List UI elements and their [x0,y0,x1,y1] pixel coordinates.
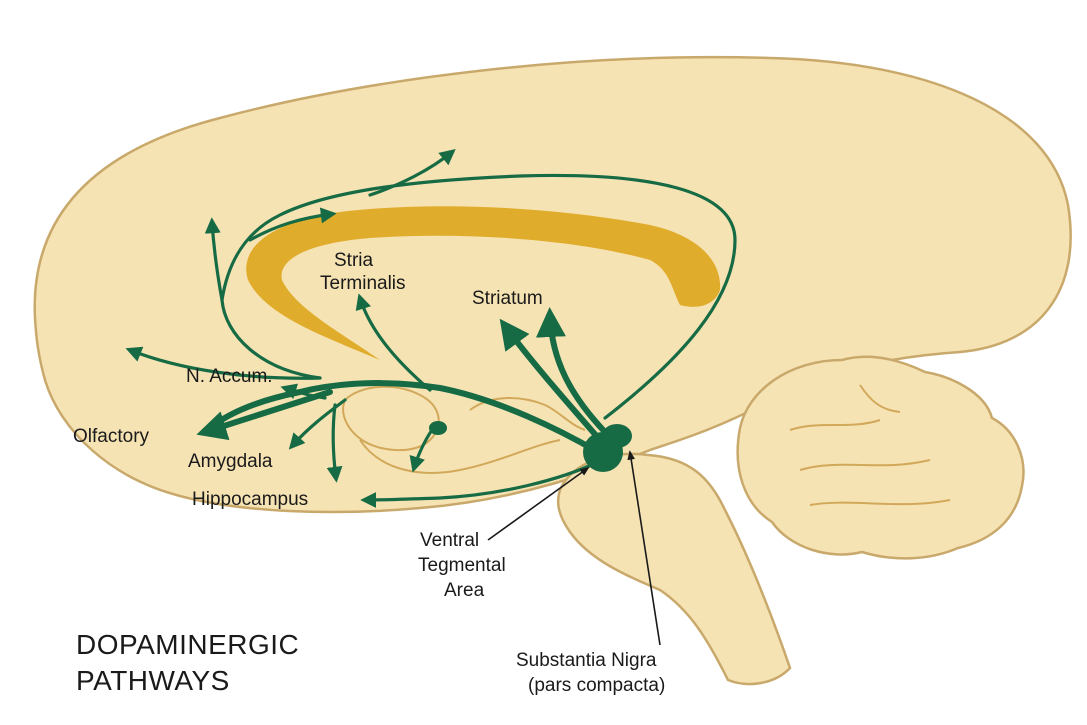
label-olfactory: Olfactory [73,426,150,447]
label-vta-1: Ventral [420,530,479,551]
label-substantia-nigra-2: (pars compacta) [528,675,665,696]
label-stria-terminalis-2: Terminalis [320,273,406,294]
label-hippocampus: Hippocampus [192,489,308,510]
title-line-1: DOPAMINERGIC [76,629,299,660]
label-vta-2: Tegmental [418,555,506,576]
label-n-accum: N. Accum. [186,366,273,387]
title-line-2: PATHWAYS [76,665,230,696]
label-vta-3: Area [444,580,485,601]
cerebellum-outline [738,357,1024,559]
temporal-blob [429,421,447,435]
label-amygdala: Amygdala [188,451,273,472]
label-stria-terminalis-1: Stria [334,250,374,271]
label-striatum: Striatum [472,288,543,309]
label-substantia-nigra-1: Substantia Nigra [516,650,657,671]
substantia-nigra-nucleus [602,424,632,448]
